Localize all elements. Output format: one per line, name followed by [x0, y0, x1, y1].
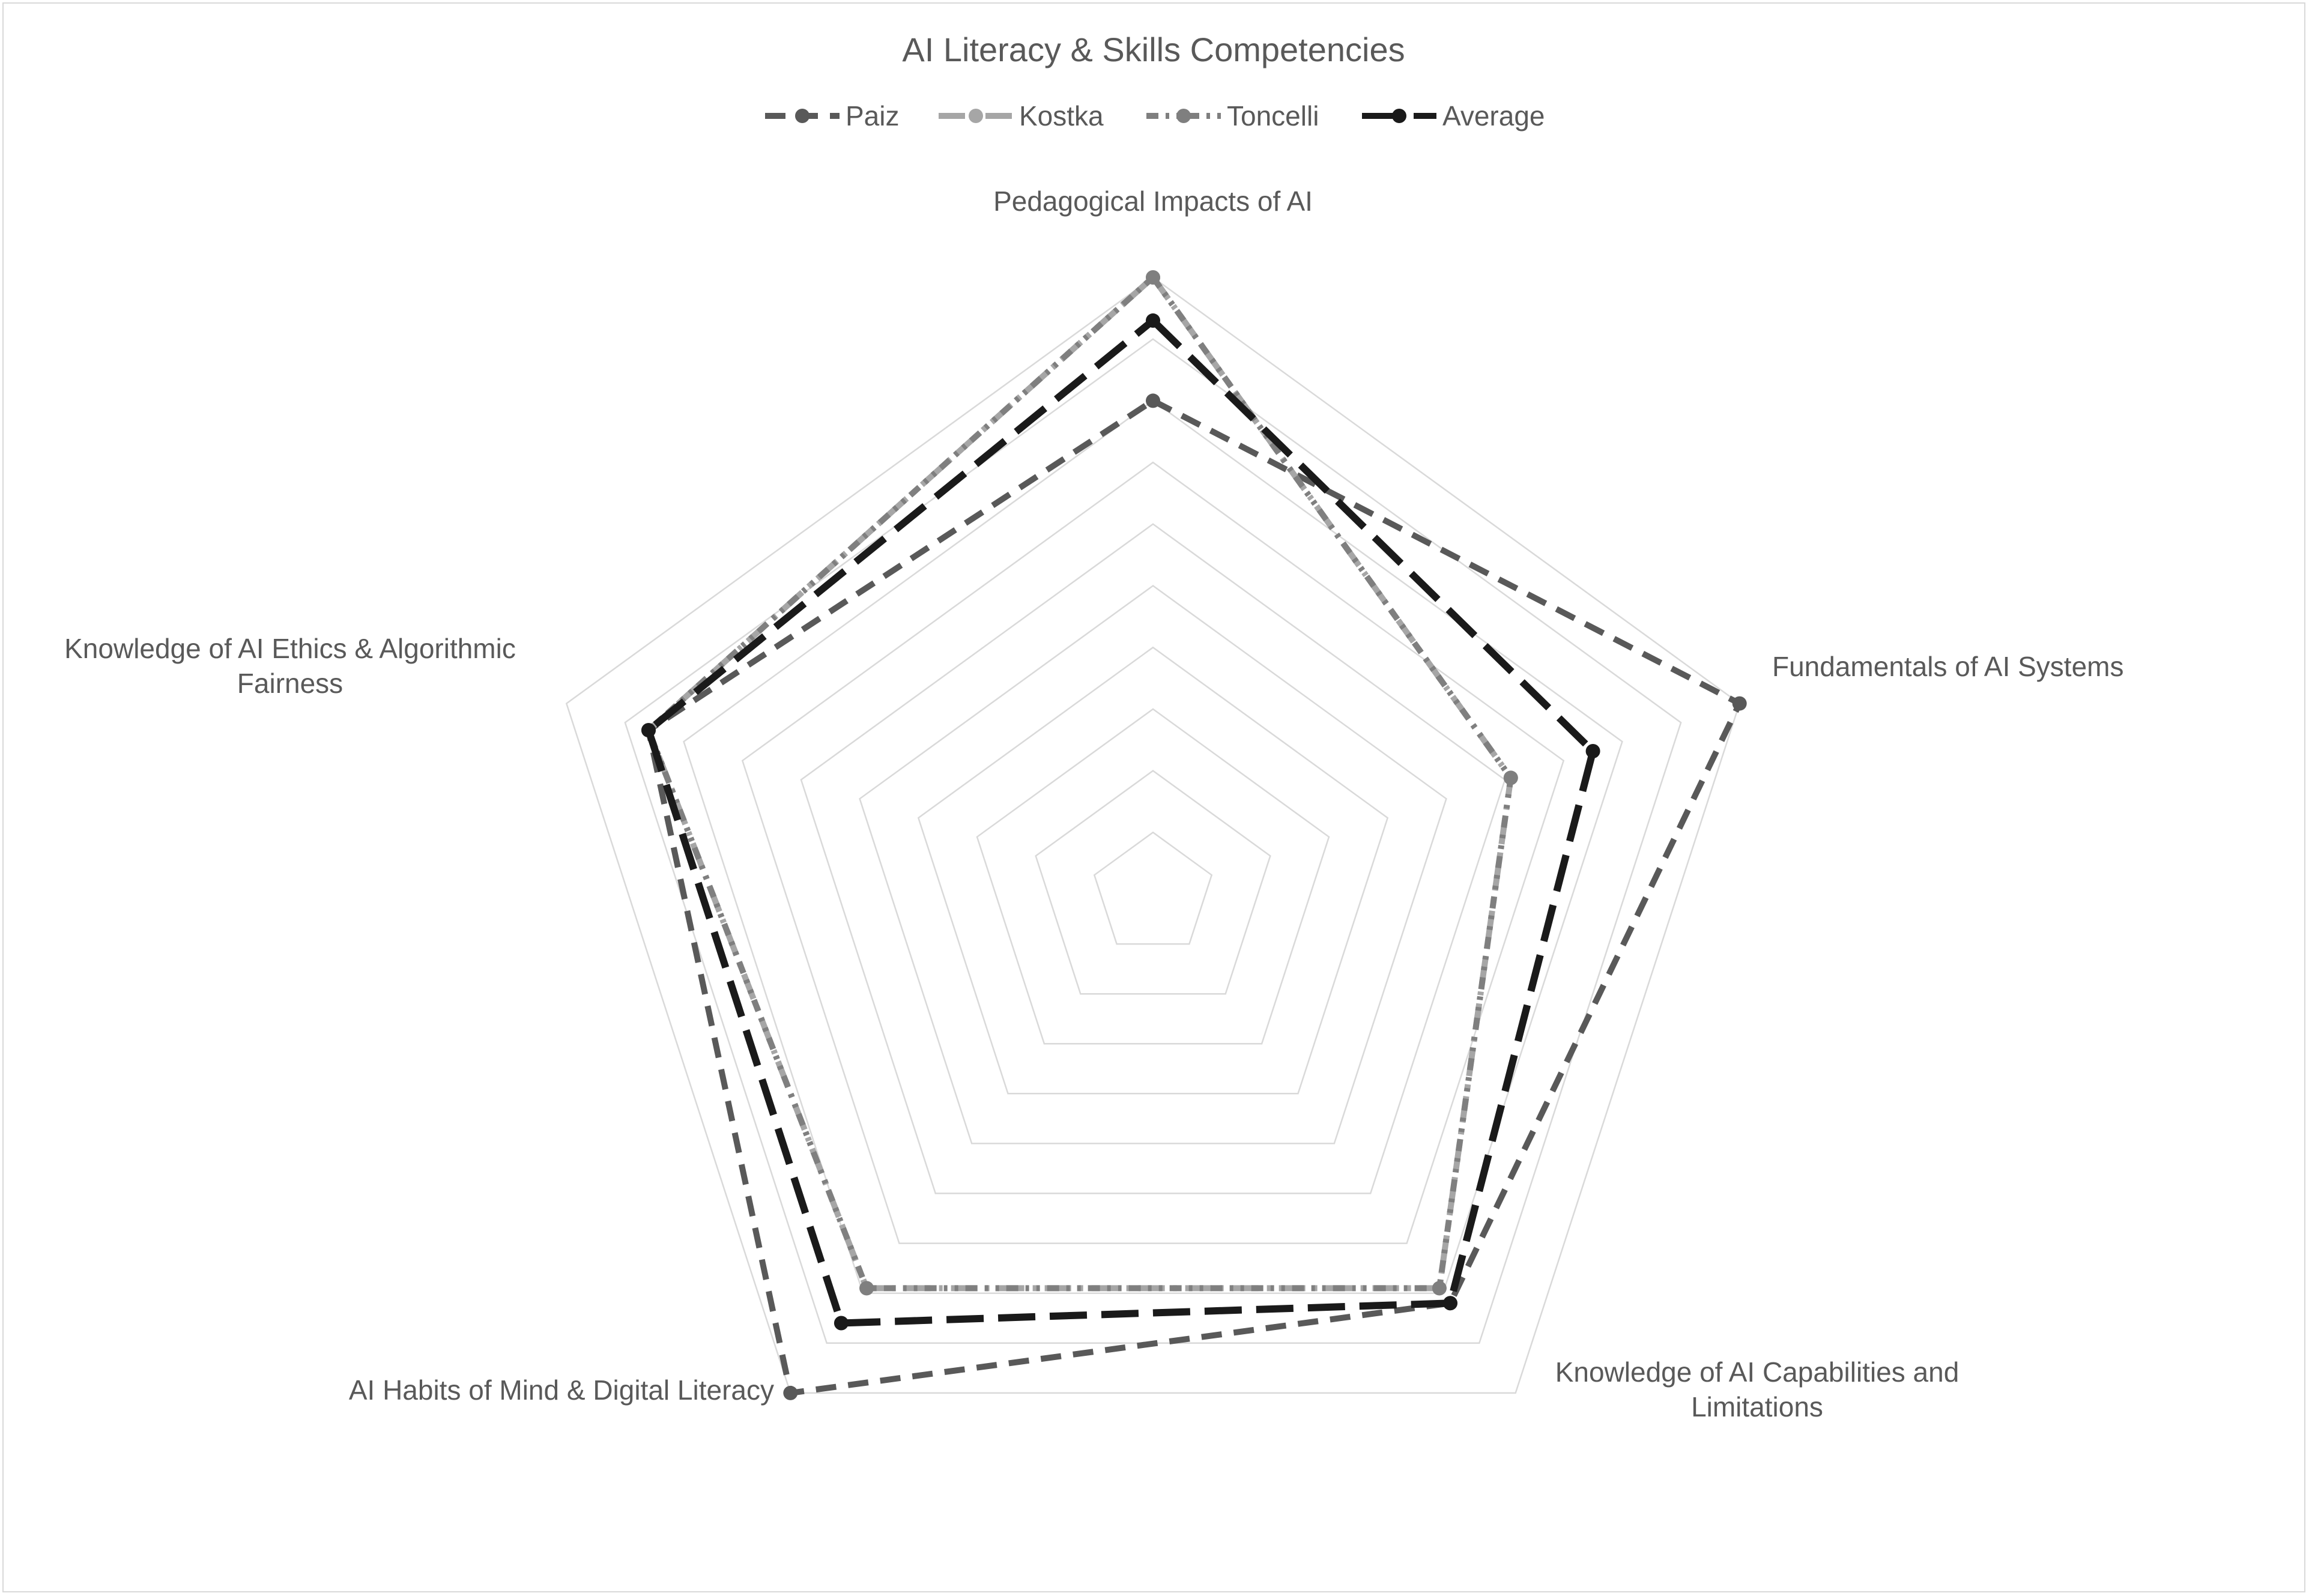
legend: Paiz Kostka Toncelli Average	[765, 100, 1545, 131]
legend-swatch-marker	[1176, 109, 1191, 123]
grid-ring	[741, 461, 1565, 1244]
data-point-paiz	[1146, 393, 1160, 408]
legend-item-average: Average	[1362, 100, 1545, 131]
axis-label: Fundamentals of AI Systems	[1772, 651, 2124, 682]
legend-label: Kostka	[1019, 100, 1104, 131]
data-point-toncelli	[859, 1281, 874, 1296]
data-point-average	[1585, 744, 1600, 758]
data-point-toncelli	[1432, 1281, 1447, 1296]
series-layer	[641, 270, 1747, 1400]
legend-item-paiz: Paiz	[765, 100, 899, 131]
data-point-average	[1443, 1296, 1457, 1311]
series-kostka	[641, 270, 1518, 1296]
data-point-average	[641, 723, 656, 738]
series-paiz	[641, 393, 1747, 1400]
data-point-toncelli	[1503, 770, 1518, 785]
grid-ring	[683, 399, 1623, 1294]
grid-ring	[624, 338, 1682, 1344]
legend-label: Paiz	[846, 100, 899, 131]
chart-title: AI Literacy & Skills Competencies	[902, 31, 1405, 68]
radar-grid	[565, 276, 1741, 1394]
axis-label: AI Habits of Mind & Digital Literacy	[349, 1374, 774, 1406]
legend-label: Toncelli	[1227, 100, 1319, 131]
radar-chart: AI Literacy & Skills Competencies Paiz Ko…	[64, 31, 2123, 1422]
data-point-average	[834, 1316, 849, 1331]
axis-labels: Pedagogical Impacts of AI Fundamentals of…	[64, 186, 2123, 1422]
data-point-toncelli	[1146, 270, 1160, 285]
grid-ring	[976, 708, 1330, 1045]
grid-ring	[565, 276, 1741, 1394]
series-toncelli	[641, 270, 1518, 1296]
series-line-kostka	[646, 274, 1514, 1292]
axis-label: Pedagogical Impacts of AI	[993, 186, 1313, 217]
series-line-average	[645, 316, 1597, 1327]
series-line-paiz	[646, 397, 1743, 1396]
grid-ring	[917, 646, 1389, 1095]
grid-ring	[1093, 831, 1213, 945]
legend-item-toncelli: Toncelli	[1146, 100, 1319, 131]
data-point-average	[1146, 313, 1160, 328]
grid-ring	[800, 523, 1506, 1194]
legend-swatch-marker	[795, 109, 810, 123]
legend-item-kostka: Kostka	[939, 100, 1104, 131]
data-point-paiz	[1732, 696, 1747, 711]
legend-swatch-marker	[1392, 109, 1406, 123]
series-line-toncelli	[646, 274, 1514, 1292]
series-average	[641, 313, 1600, 1331]
legend-label: Average	[1442, 100, 1545, 131]
grid-ring	[859, 584, 1447, 1144]
data-point-paiz	[783, 1385, 798, 1400]
legend-swatch-marker	[969, 109, 983, 123]
grid-ring	[1035, 770, 1271, 995]
